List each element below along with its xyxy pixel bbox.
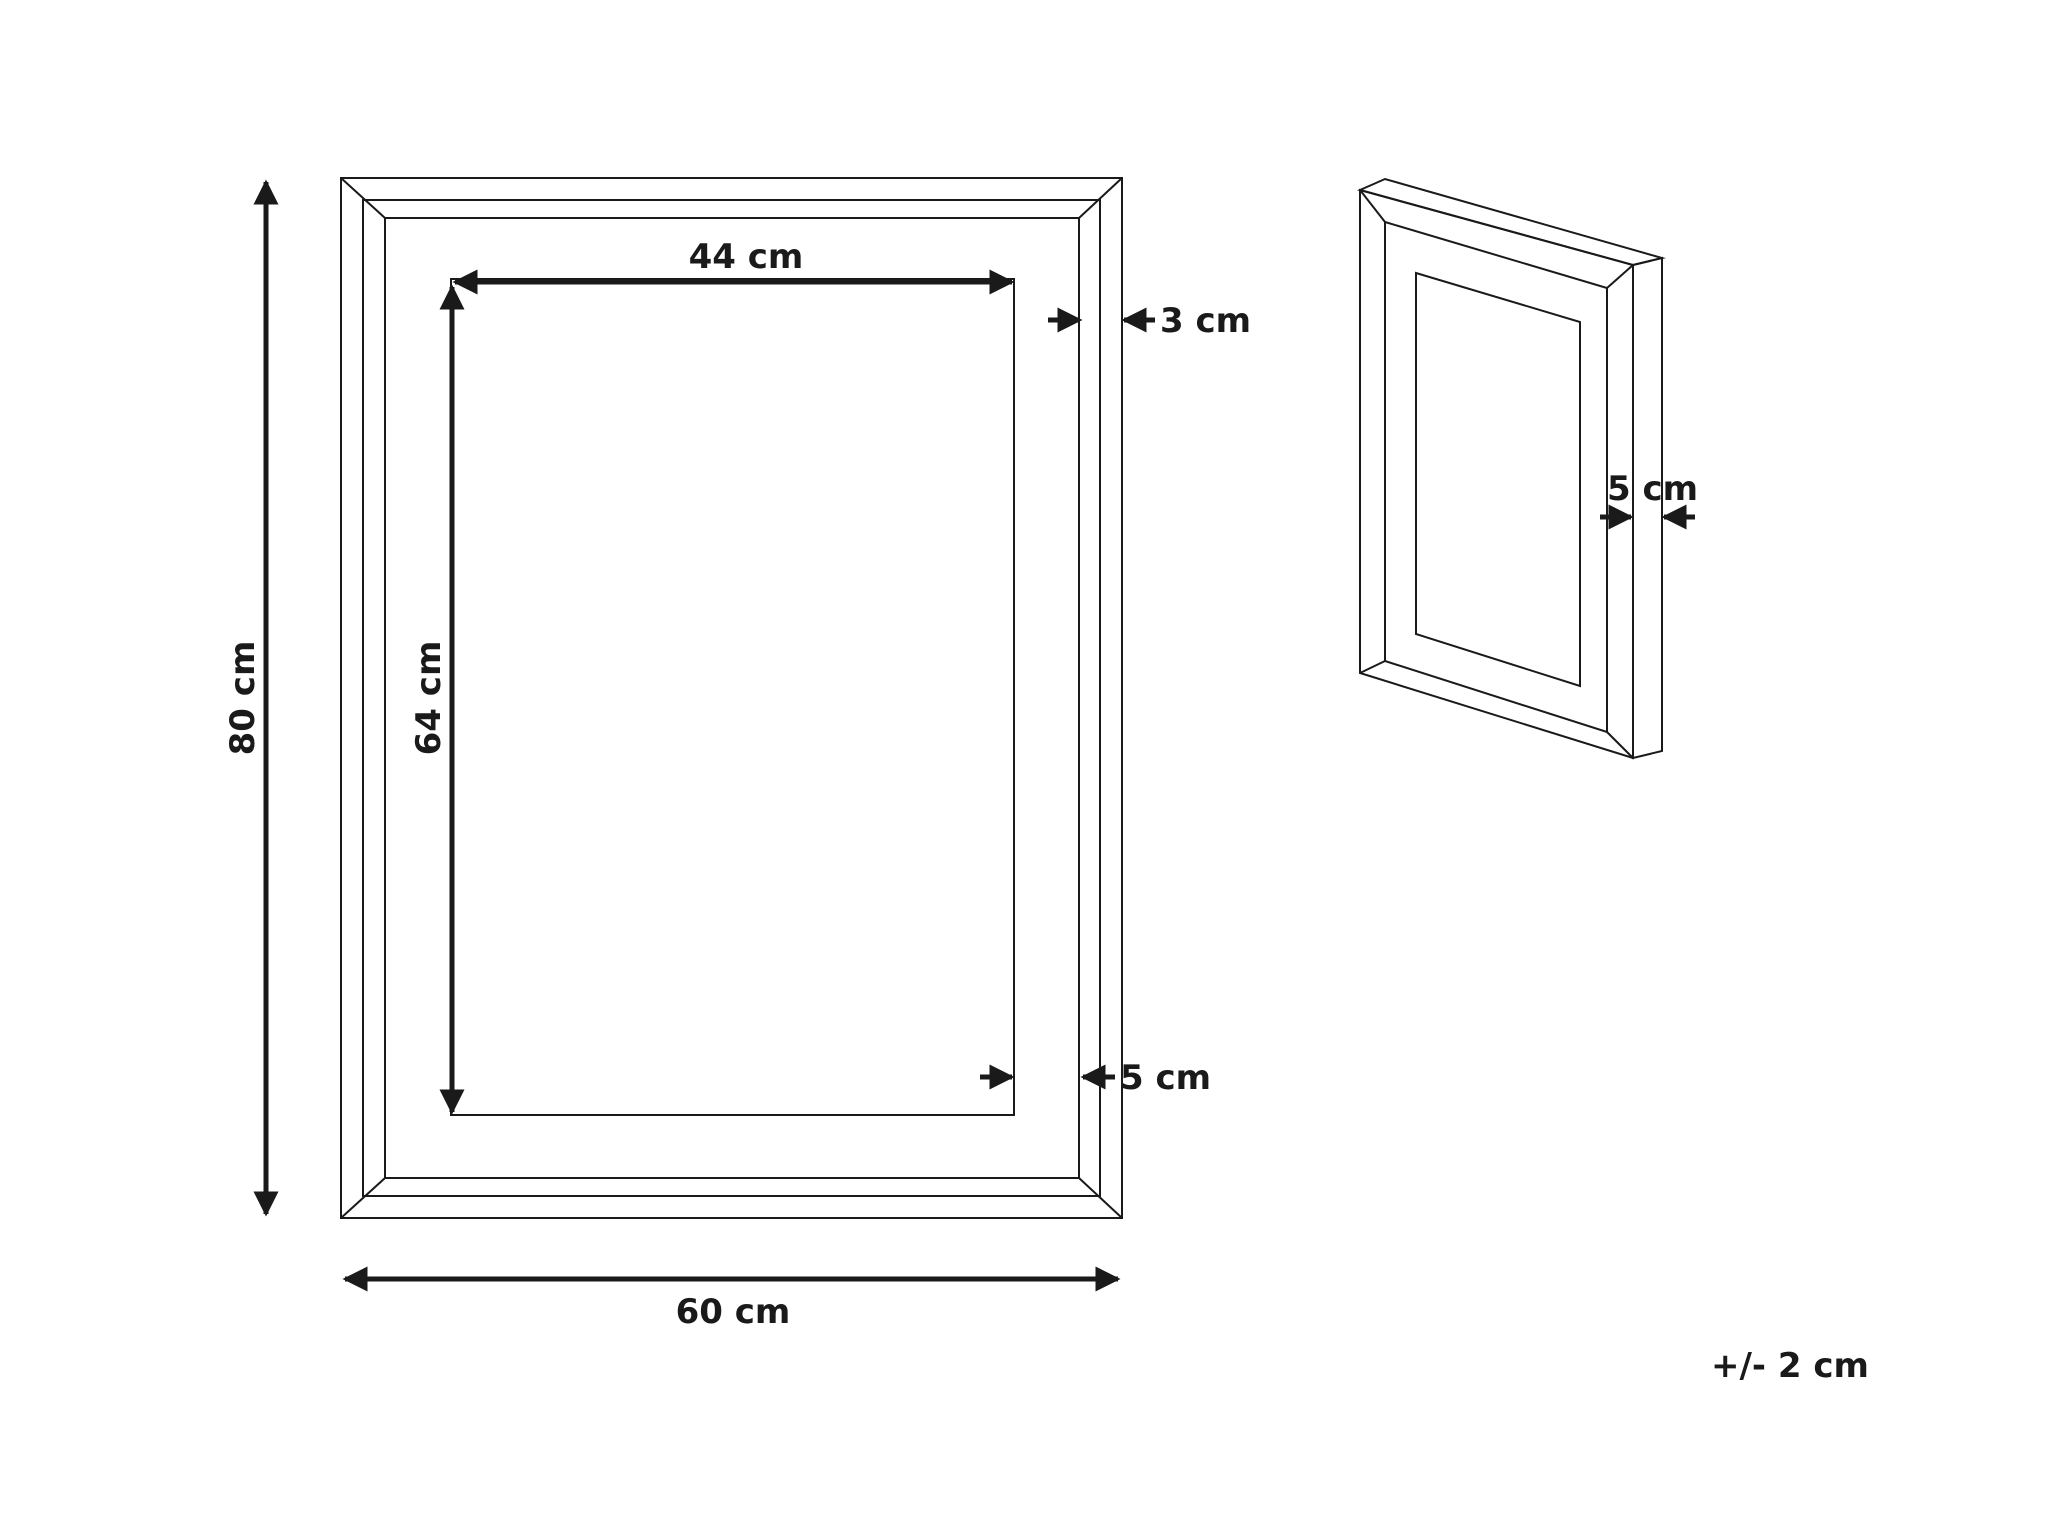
bevel-corner-tl xyxy=(340,177,386,219)
perspective-bevel-tl xyxy=(1359,189,1386,223)
frame-inner-edge xyxy=(384,217,1080,1179)
frame-bevel-edge xyxy=(362,199,1101,1197)
perspective-bevel-br xyxy=(1606,731,1634,759)
perspective-view xyxy=(1357,177,1666,760)
label-frame-edge: 3 cm xyxy=(1160,301,1251,341)
bevel-corner-br xyxy=(1078,1177,1123,1219)
label-inner-height: 64 cm xyxy=(409,641,449,756)
label-outer-width: 60 cm xyxy=(676,1292,791,1332)
bevel-corner-tr xyxy=(1078,177,1123,219)
picture-opening xyxy=(450,278,1015,1116)
label-outer-height: 80 cm xyxy=(223,641,263,756)
label-mat-border: 5 cm xyxy=(1120,1058,1211,1098)
bevel-corner-bl xyxy=(340,1177,386,1219)
label-tolerance: +/- 2 cm xyxy=(1711,1346,1869,1386)
perspective-bevel-bl xyxy=(1359,660,1386,674)
perspective-front-face xyxy=(1359,188,1634,760)
front-view xyxy=(340,177,1123,1219)
perspective-picture-opening xyxy=(1415,271,1581,688)
perspective-bevel-tr xyxy=(1606,264,1634,289)
perspective-top-face xyxy=(1357,177,1666,267)
label-depth: 5 cm xyxy=(1607,469,1698,509)
frame-outer-edge xyxy=(340,177,1123,1219)
label-inner-width: 44 cm xyxy=(689,237,804,277)
perspective-inner-bevel xyxy=(1384,220,1608,734)
